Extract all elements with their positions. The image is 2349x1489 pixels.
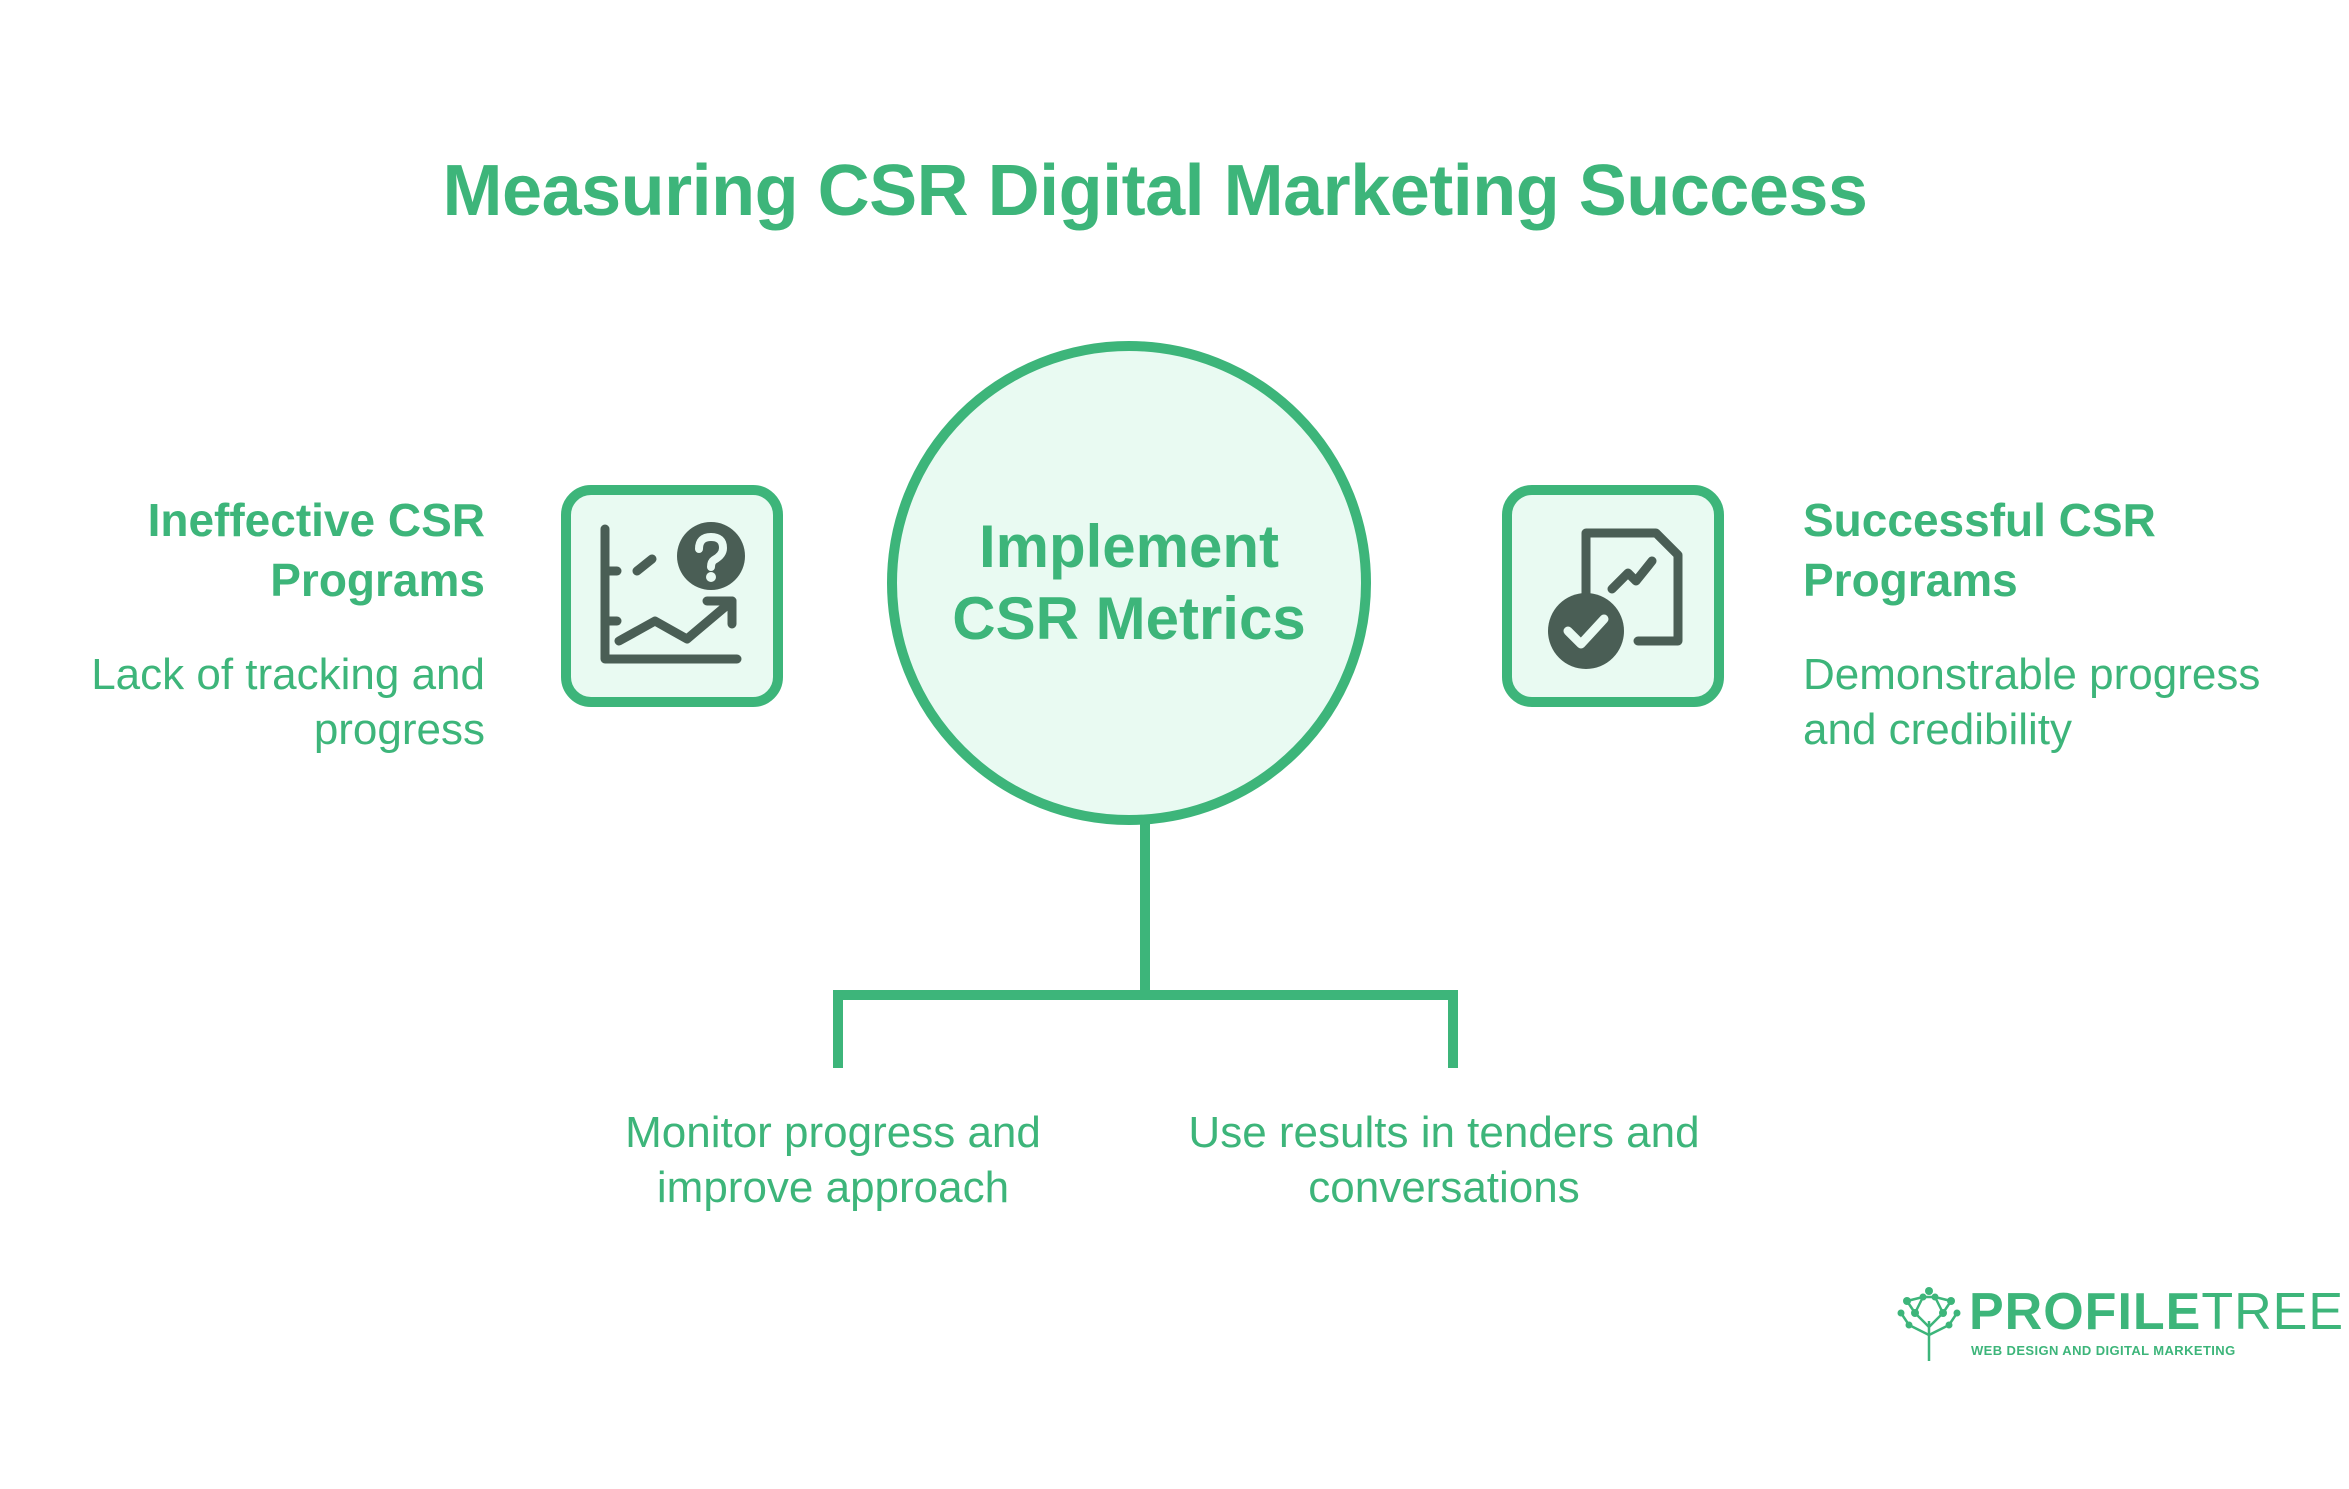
right-heading: Successful CSR Programs bbox=[1803, 494, 2156, 606]
left-heading: Ineffective CSR Programs bbox=[147, 494, 485, 606]
branch-left-text: Monitor progress and improve approach bbox=[625, 1108, 1041, 1212]
left-icon-box bbox=[561, 485, 783, 707]
right-icon-box bbox=[1502, 485, 1724, 707]
right-description: Demonstrable progress and credibility bbox=[1803, 650, 2261, 754]
branch-right-text: Use results in tenders and conversations bbox=[1188, 1108, 1700, 1212]
page-title: Measuring CSR Digital Marketing Success bbox=[442, 151, 1868, 231]
left-description: Lack of tracking and progress bbox=[91, 650, 485, 754]
logo-tagline: WEB DESIGN AND DIGITAL MARKETING bbox=[1971, 1343, 2236, 1358]
center-node: Implement CSR Metrics bbox=[887, 341, 1371, 825]
chart-question-icon bbox=[600, 522, 745, 664]
center-node-label: Implement CSR Metrics bbox=[952, 513, 1306, 652]
tree-network-icon bbox=[1897, 1287, 1961, 1361]
document-check-icon bbox=[1548, 528, 1683, 669]
logo-wordmark: PROFILETREE bbox=[1969, 1283, 2345, 1341]
profiletree-logo: PROFILETREE WEB DESIGN AND DIGITAL MARKE… bbox=[1893, 1283, 2343, 1363]
